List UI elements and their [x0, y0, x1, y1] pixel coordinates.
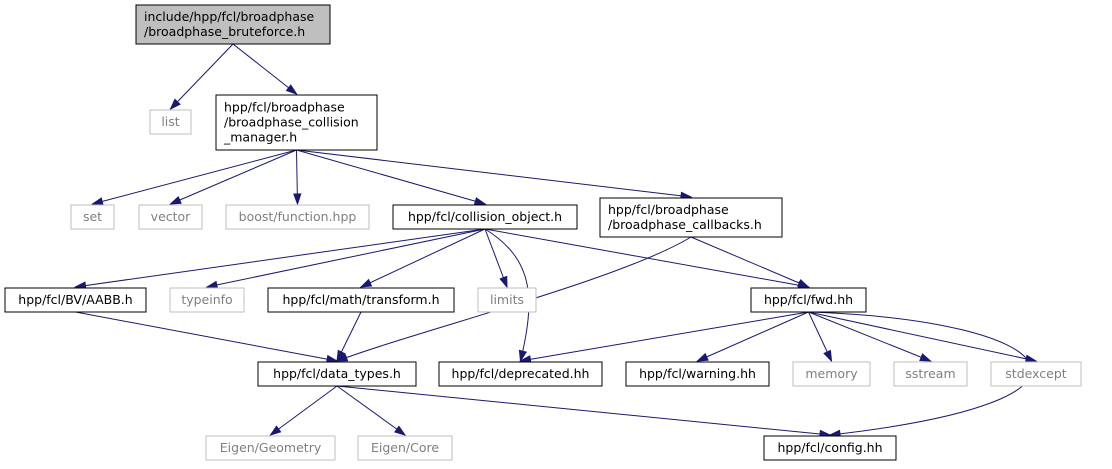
node-label: hpp/fcl/data_types.h	[273, 366, 401, 381]
node-label: boost/function.hpp	[239, 209, 357, 224]
edge-fwd-to-memory	[808, 311, 833, 363]
node-limits[interactable]: limits	[477, 287, 537, 313]
node-sstream[interactable]: sstream	[893, 361, 968, 387]
node-label: list	[161, 114, 179, 129]
node-geometry[interactable]: Eigen/Geometry	[205, 435, 336, 461]
edge-collobj-to-deprecated	[484, 228, 530, 363]
node-warning[interactable]: hpp/fcl/warning.hh	[625, 361, 770, 387]
node-root[interactable]: include/hpp/fcl/broadphase/broadphase_br…	[135, 4, 331, 45]
edge-manager-to-boostfn	[293, 149, 302, 206]
node-label: hpp/fcl/deprecated.hh	[452, 366, 590, 381]
edge-datatypes-to-config	[336, 385, 832, 439]
edge-fwd-to-deprecated	[519, 311, 809, 364]
node-datatypes[interactable]: hpp/fcl/data_types.h	[257, 361, 417, 387]
node-vector[interactable]: vector	[138, 204, 203, 230]
node-label: vector	[151, 209, 192, 224]
node-box	[138, 204, 203, 230]
node-label: Eigen/Core	[371, 440, 439, 455]
node-label: include/hpp/fcl/broadphase	[144, 9, 315, 24]
edge-collobj-to-aabb	[74, 228, 486, 290]
node-box	[70, 204, 115, 230]
node-list[interactable]: list	[149, 109, 192, 135]
node-box	[215, 94, 378, 151]
edge-collobj-to-transform	[359, 228, 486, 288]
node-memory[interactable]: memory	[792, 361, 871, 387]
node-manager[interactable]: hpp/fcl/broadphase/broadphase_collision_…	[215, 94, 378, 151]
edge-datatypes-to-geometry	[269, 385, 338, 436]
edge-fwd-to-sstream	[808, 311, 932, 362]
node-label: memory	[805, 366, 858, 381]
node-label: /broadphase_collision	[224, 115, 359, 130]
node-config[interactable]: hpp/fcl/config.hh	[763, 435, 897, 461]
node-box	[4, 287, 147, 313]
node-box	[792, 361, 871, 387]
node-box	[625, 361, 770, 387]
edge-manager-to-callbacks	[296, 149, 693, 200]
node-box	[135, 4, 331, 45]
edge-collobj-to-limits	[484, 228, 508, 289]
node-box	[225, 204, 370, 230]
node-box	[205, 435, 336, 461]
node-aabb[interactable]: hpp/fcl/BV/AABB.h	[4, 287, 147, 313]
node-label: sstream	[905, 366, 955, 381]
node-stdexcept[interactable]: stdexcept	[990, 361, 1082, 387]
node-label: set	[83, 209, 102, 224]
node-boostfn[interactable]: boost/function.hpp	[225, 204, 370, 230]
dependency-nodes: include/hpp/fcl/broadphase/broadphase_br…	[4, 4, 1082, 461]
node-label: hpp/fcl/warning.hh	[639, 366, 756, 381]
node-box	[599, 197, 783, 238]
node-set[interactable]: set	[70, 204, 115, 230]
edge-aabb-to-datatypes	[75, 311, 339, 364]
node-label: /broadphase_callbacks.h	[608, 217, 762, 232]
node-typeinfo[interactable]: typeinfo	[169, 287, 245, 313]
node-label: hpp/fcl/broadphase	[224, 100, 345, 115]
node-label: limits	[490, 292, 524, 307]
node-label: /broadphase_bruteforce.h	[144, 24, 305, 39]
node-label: hpp/fcl/BV/AABB.h	[18, 292, 132, 307]
node-deprecated[interactable]: hpp/fcl/deprecated.hh	[438, 361, 603, 387]
node-label: typeinfo	[181, 292, 232, 307]
node-box	[750, 287, 867, 313]
node-box	[990, 361, 1082, 387]
node-collobj[interactable]: hpp/fcl/collision_object.h	[392, 204, 578, 230]
edge-manager-to-vector	[169, 149, 297, 205]
node-box	[257, 361, 417, 387]
node-box	[267, 287, 455, 313]
node-label: stdexcept	[1005, 366, 1066, 381]
node-box	[477, 287, 537, 313]
node-transform[interactable]: hpp/fcl/math/transform.h	[267, 287, 455, 313]
node-box	[392, 204, 578, 230]
node-box	[763, 435, 897, 461]
node-label: hpp/fcl/math/transform.h	[282, 292, 439, 307]
node-box	[357, 435, 453, 461]
node-box	[438, 361, 603, 387]
edge-manager-to-collobj	[296, 149, 487, 206]
node-callbacks[interactable]: hpp/fcl/broadphase/broadphase_callbacks.…	[599, 197, 783, 238]
node-box	[893, 361, 968, 387]
node-box	[149, 109, 192, 135]
node-core[interactable]: Eigen/Core	[357, 435, 453, 461]
node-box	[169, 287, 245, 313]
edge-manager-to-set	[91, 149, 297, 206]
edge-transform-to-datatypes	[336, 311, 362, 363]
edge-collobj-to-typeinfo	[205, 228, 486, 289]
edge-datatypes-to-core	[336, 385, 407, 436]
node-label: hpp/fcl/collision_object.h	[408, 209, 562, 224]
node-label: _manager.h	[223, 130, 297, 145]
edge-fwd-to-warning	[696, 311, 809, 362]
edge-root-to-list	[169, 43, 234, 111]
edge-callbacks-to-fwd	[690, 236, 810, 288]
node-fwd[interactable]: hpp/fcl/fwd.hh	[750, 287, 867, 313]
edge-root-to-manager	[232, 43, 298, 95]
node-label: Eigen/Geometry	[220, 440, 322, 455]
node-label: hpp/fcl/config.hh	[777, 440, 882, 455]
node-label: hpp/fcl/fwd.hh	[764, 292, 853, 307]
node-label: hpp/fcl/broadphase	[608, 202, 729, 217]
